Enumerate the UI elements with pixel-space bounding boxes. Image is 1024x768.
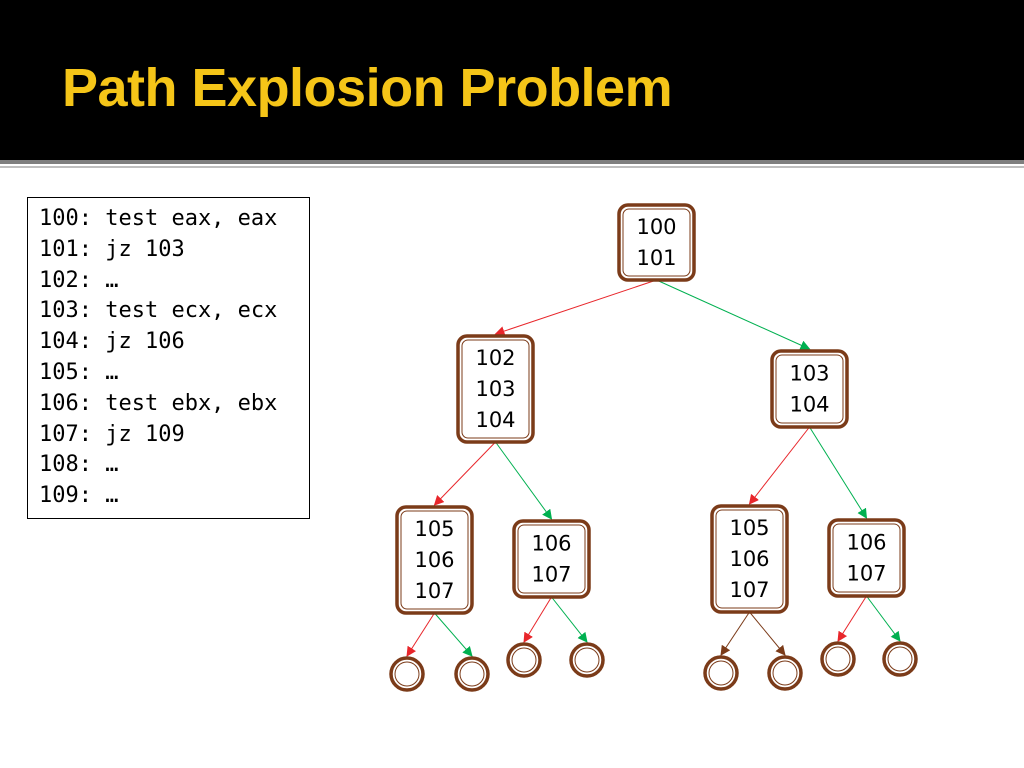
tree-node-address: 103 <box>475 377 515 401</box>
code-line: 109: … <box>39 483 119 509</box>
tree-edge-not-taken <box>406 612 435 657</box>
tree-edge-taken <box>495 441 553 520</box>
title-divider-thin <box>0 166 1024 168</box>
tree-node-inner-border <box>517 524 586 594</box>
tree-edge-not-taken <box>837 595 867 642</box>
tree-node-address: 106 <box>414 548 454 572</box>
leaf-node <box>882 641 918 677</box>
tree-node-outer-border <box>456 334 535 444</box>
leaf-node <box>389 656 425 692</box>
tree-node-address: 102 <box>475 346 515 370</box>
tree-edge-taken <box>656 279 811 350</box>
tree-node-address: 104 <box>789 393 829 417</box>
tree-node-inner-border <box>461 339 530 439</box>
tree-node-inner-border <box>832 523 901 593</box>
leaf-node-outer-ring <box>454 656 490 692</box>
leaf-node-outer-ring <box>882 641 918 677</box>
tree-node-outer-border <box>827 518 906 598</box>
tree-node-address: 107 <box>729 578 769 602</box>
tree-node: 102 103 104 <box>456 334 535 444</box>
tree-node-address: 107 <box>846 562 886 586</box>
tree-node-inner-border <box>622 208 691 277</box>
code-line: 103: test ecx, ecx <box>39 298 278 324</box>
leaf-node-inner-ring <box>394 661 420 687</box>
tree-edge-not-taken <box>748 426 810 505</box>
leaf-node-outer-ring <box>506 642 542 678</box>
leaf-node-inner-ring <box>772 660 798 686</box>
leaf-node-inner-ring <box>574 647 600 673</box>
leaf-node <box>767 655 803 691</box>
leaf-node-inner-ring <box>459 661 485 687</box>
leaf-node-inner-ring <box>708 660 734 686</box>
tree-node-inner-border <box>715 509 784 609</box>
tree-edge-taken <box>434 612 473 657</box>
tree-node-address: 100 <box>636 215 676 239</box>
tree-node-address: 103 <box>789 362 829 386</box>
tree-node-outer-border <box>395 505 474 615</box>
leaf-node <box>703 655 739 691</box>
leaf-node-outer-ring <box>569 642 605 678</box>
tree-edge-brown <box>749 611 786 656</box>
tree-node-address: 106 <box>846 531 886 555</box>
title-bar <box>0 0 1024 160</box>
tree-node-inner-border <box>775 354 844 424</box>
tree-node-address: 106 <box>531 532 571 556</box>
code-line: 100: test eax, eax <box>39 206 278 231</box>
tree-node-address: 107 <box>414 579 454 603</box>
leaf-node <box>569 642 605 678</box>
leaf-node-outer-ring <box>703 655 739 691</box>
title-divider <box>0 160 1024 164</box>
code-line: 104: jz 106 <box>39 329 185 355</box>
tree-edge-taken <box>551 596 588 643</box>
code-listing: 100: test eax, eax 101: jz 103 102: … 10… <box>27 197 310 519</box>
leaf-node <box>820 641 856 677</box>
tree-node-address: 105 <box>729 516 769 540</box>
tree-node-outer-border <box>770 349 849 429</box>
tree-node: 105 106 107 <box>395 505 474 615</box>
leaf-node-inner-ring <box>887 646 913 672</box>
leaf-node-inner-ring <box>825 646 851 672</box>
leaf-node-outer-ring <box>389 656 425 692</box>
code-line: 102: … <box>39 267 119 293</box>
tree-node-outer-border <box>512 519 591 599</box>
tree-node-address: 104 <box>475 408 515 432</box>
leaf-node-outer-ring <box>767 655 803 691</box>
code-line: 101: jz 103 <box>39 236 185 262</box>
leaf-node <box>454 656 490 692</box>
code-line: 108: … <box>39 452 119 478</box>
tree-edge-not-taken <box>433 441 496 506</box>
code-line: 105: … <box>39 359 119 385</box>
slide-title: Path Explosion Problem <box>62 58 673 118</box>
tree-edge-taken <box>866 595 901 642</box>
tree-node-address: 101 <box>636 246 676 270</box>
tree-node-outer-border <box>710 504 789 614</box>
tree-edge-not-taken <box>494 279 657 336</box>
tree-edge-taken <box>809 426 868 519</box>
tree-node-address: 107 <box>531 563 571 587</box>
leaf-node <box>506 642 542 678</box>
tree-node-address: 106 <box>729 547 769 571</box>
leaf-node-outer-ring <box>820 641 856 677</box>
tree-edge-not-taken <box>523 596 552 643</box>
tree-node-inner-border <box>400 510 469 610</box>
tree-node-outer-border <box>617 203 696 282</box>
tree-node: 105 106 107 <box>710 504 789 614</box>
code-line: 106: test ebx, ebx <box>39 390 278 416</box>
leaf-node-inner-ring <box>511 647 537 673</box>
code-line: 107: jz 109 <box>39 421 185 447</box>
tree-node-address: 105 <box>414 517 454 541</box>
tree-edge-brown <box>720 611 750 656</box>
